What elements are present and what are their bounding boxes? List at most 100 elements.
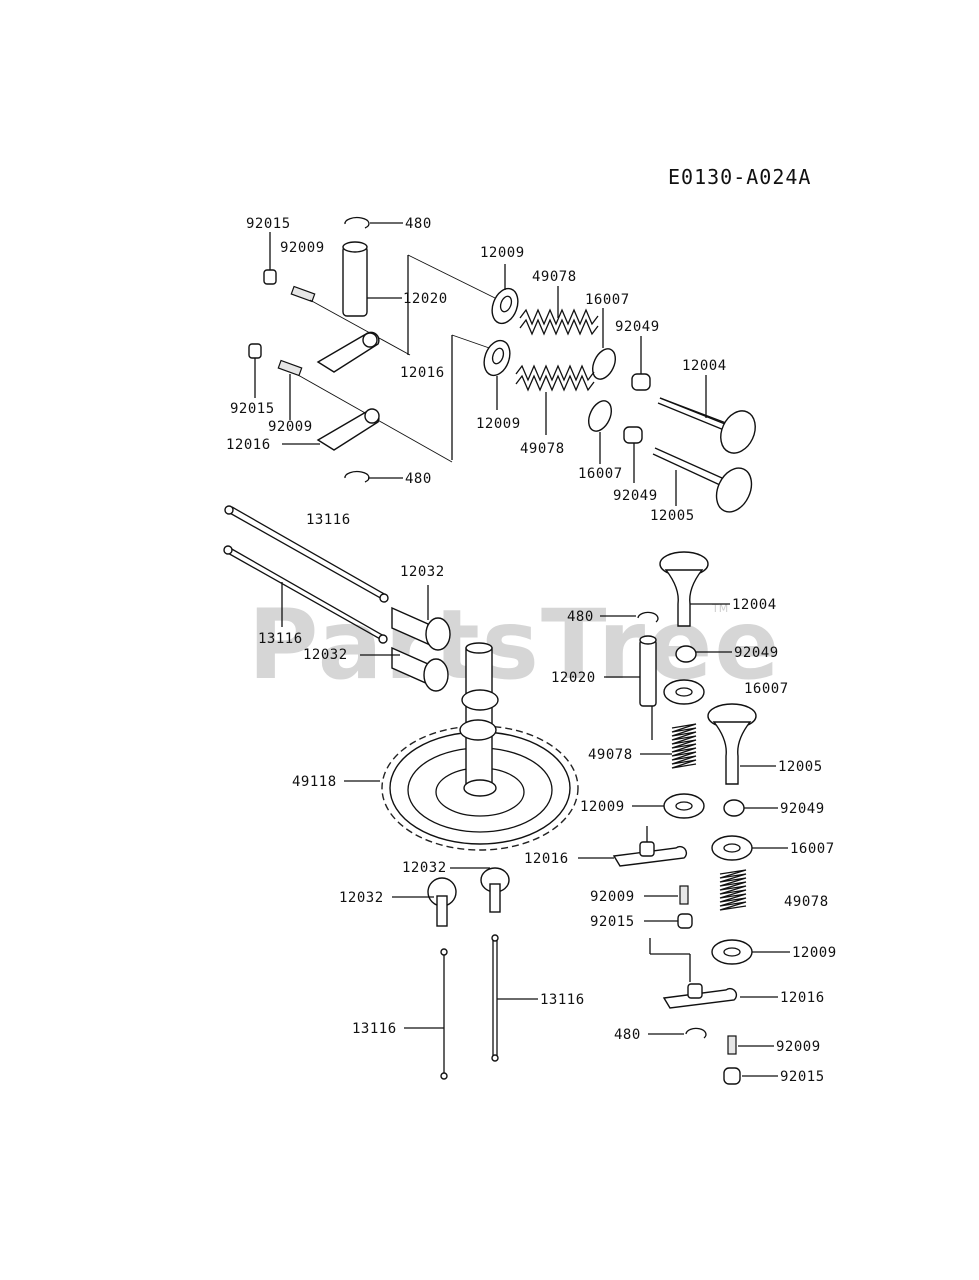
label-mid-49078: 49078 — [520, 441, 565, 457]
diagram-code: E0130-A024A — [668, 165, 811, 189]
label-12020: 12020 — [403, 291, 448, 307]
label-49118: 49118 — [292, 774, 337, 790]
label-480: 480 — [405, 216, 432, 232]
label-mid-480: 480 — [405, 471, 432, 487]
label-12009: 12009 — [480, 245, 525, 261]
label-mid-16007: 16007 — [578, 466, 623, 482]
label-rt-92015-b: 92015 — [780, 1069, 825, 1085]
label-92015: 92015 — [246, 216, 291, 232]
label-rt-12004: 12004 — [732, 597, 777, 613]
label-13116-b: 13116 — [258, 631, 303, 647]
part-12005-valve-right[interactable] — [707, 703, 776, 785]
part-92009-screw-right-b[interactable] — [727, 1035, 774, 1055]
left-camshaft-view: 13116 13116 12032 12032 — [223, 505, 585, 1080]
part-480-circlip-top[interactable] — [344, 216, 403, 229]
label-mid-12005: 12005 — [650, 508, 695, 524]
label-rt-12016-a: 12016 — [524, 851, 569, 867]
part-92049-seal-lower[interactable] — [623, 426, 643, 483]
part-92015-nut-top[interactable] — [263, 232, 277, 285]
part-13116-pushrod-b[interactable] — [223, 545, 388, 644]
part-12020-tube-right[interactable] — [604, 635, 657, 740]
label-rt-92009-b: 92009 — [776, 1039, 821, 1055]
part-16007-washer-right-b[interactable] — [711, 835, 788, 861]
label-mid-92015: 92015 — [230, 401, 275, 417]
part-12032-tappet-c[interactable] — [392, 877, 457, 927]
label-12016: 12016 — [400, 365, 445, 381]
part-16007-washer-right-a[interactable] — [663, 679, 705, 705]
part-480-circlip-right-b[interactable] — [648, 1027, 707, 1039]
top-exploded-view: 480 92015 92009 12020 12016 — [226, 216, 762, 524]
part-49078-spring-upper[interactable] — [519, 286, 599, 336]
label-mid-92009: 92009 — [268, 419, 313, 435]
label-92009: 92009 — [280, 240, 325, 256]
label-rt-12016-b: 12016 — [780, 990, 825, 1006]
label-12032-d: 12032 — [402, 860, 447, 876]
part-480-circlip-lower[interactable] — [344, 470, 403, 483]
label-rt-92009-a: 92009 — [590, 889, 635, 905]
part-12016-rocker-right-a[interactable] — [578, 826, 688, 867]
part-92049-seal-upper[interactable] — [631, 336, 651, 391]
part-92009-screw-top[interactable] — [290, 285, 411, 356]
label-12004: 12004 — [682, 358, 727, 374]
part-12032-tappet-a[interactable] — [391, 585, 451, 651]
label-13116-c: 13116 — [352, 1021, 397, 1037]
part-92049-seal-right-a[interactable] — [675, 645, 732, 663]
watermark-tm: TM — [711, 602, 728, 615]
label-rt-49078-b: 49078 — [784, 894, 829, 910]
label-rt-480: 480 — [567, 609, 594, 625]
part-12004-valve-right[interactable] — [659, 551, 730, 627]
part-12016-rocker-right-b[interactable] — [662, 983, 778, 1009]
label-rt-92015-a: 92015 — [590, 914, 635, 930]
label-rt-12009-b: 12009 — [792, 945, 837, 961]
label-rt-12009-a: 12009 — [580, 799, 625, 815]
label-49078: 49078 — [532, 269, 577, 285]
part-12016-rocker-lower[interactable] — [282, 334, 496, 460]
label-12032-a: 12032 — [400, 564, 445, 580]
part-92015-nut-lower[interactable] — [248, 343, 262, 398]
part-12004-valve-intake[interactable] — [657, 375, 762, 459]
part-92015-nut-right-a[interactable] — [644, 913, 693, 982]
part-12032-tappet-d[interactable] — [450, 867, 510, 913]
part-12009-retainer-lower[interactable] — [480, 337, 515, 410]
part-12016-rocker-top[interactable] — [316, 254, 496, 373]
part-49078-spring-right-b[interactable] — [719, 869, 747, 911]
part-13116-pushrod-c[interactable] — [404, 948, 448, 1080]
part-16007-washer-upper[interactable] — [588, 308, 620, 383]
part-12009-retainer-upper[interactable] — [488, 264, 523, 327]
part-12009-retainer-right-a[interactable] — [632, 793, 705, 819]
label-rt-12005: 12005 — [778, 759, 823, 775]
part-92015-nut-right-b[interactable] — [723, 1067, 778, 1085]
label-13116-d: 13116 — [540, 992, 585, 1008]
label-mid-92049: 92049 — [613, 488, 658, 504]
part-13116-pushrod-d[interactable] — [491, 934, 538, 1062]
label-12032-b: 12032 — [303, 647, 348, 663]
label-12032-c: 12032 — [339, 890, 384, 906]
label-rt-12020: 12020 — [551, 670, 596, 686]
label-16007: 16007 — [585, 292, 630, 308]
label-rt-92049-b: 92049 — [780, 801, 825, 817]
label-mid-12009: 12009 — [476, 416, 521, 432]
label-rt-16007-b: 16007 — [790, 841, 835, 857]
label-13116-a: 13116 — [306, 512, 351, 528]
part-92049-seal-right-b[interactable] — [723, 799, 778, 817]
label-rt-480-b: 480 — [614, 1027, 641, 1043]
part-12005-valve-exhaust[interactable] — [652, 447, 758, 518]
label-92049: 92049 — [615, 319, 660, 335]
part-49118-camshaft-gear[interactable] — [344, 642, 579, 851]
watermark: PartsTree — [248, 589, 781, 701]
part-12032-tappet-b[interactable] — [360, 646, 449, 692]
part-12020-tube[interactable] — [342, 241, 402, 317]
part-16007-washer-lower[interactable] — [584, 397, 616, 464]
label-rt-16007-a: 16007 — [744, 681, 789, 697]
part-49078-spring-right-a[interactable] — [640, 723, 697, 769]
part-12009-retainer-right-b[interactable] — [711, 939, 790, 965]
part-13116-pushrod-a[interactable] — [224, 505, 389, 603]
label-mid-12016: 12016 — [226, 437, 271, 453]
right-valve-stack: 12004 480 92049 12020 16007 — [524, 551, 837, 1085]
label-rt-49078-a: 49078 — [588, 747, 633, 763]
label-rt-92049-a: 92049 — [734, 645, 779, 661]
part-92009-screw-right-a[interactable] — [644, 885, 689, 905]
part-49078-spring-lower[interactable] — [515, 364, 595, 435]
part-480-circlip-right[interactable] — [600, 611, 659, 623]
